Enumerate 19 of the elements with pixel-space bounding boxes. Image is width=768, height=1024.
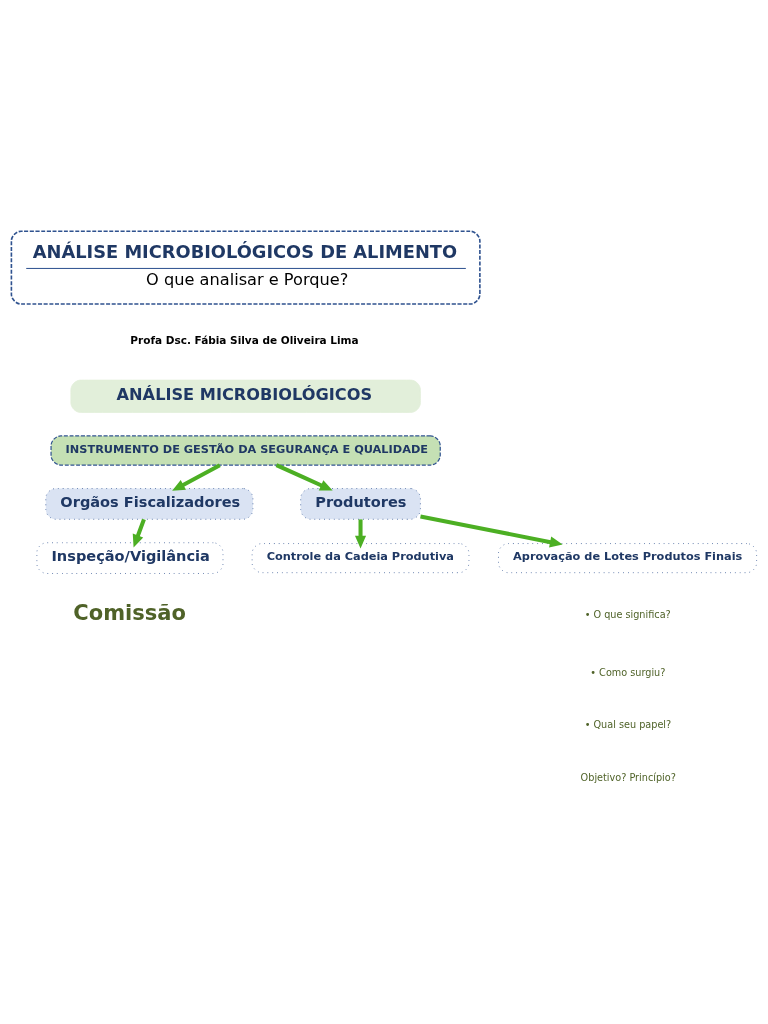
node-box: Aprovação de Lotes Produtos Finais xyxy=(498,543,757,574)
node-box: INSTRUMENTO DE GESTÃO DA SEGURANÇA E QUALIDADE xyxy=(50,435,441,466)
node-box: Inspeção/Vigilância xyxy=(36,542,224,574)
node-box: Controle da Cadeia Produtiva xyxy=(251,543,470,574)
arrow xyxy=(354,519,367,549)
arrow xyxy=(420,514,563,548)
node-box: ANÁLISE MICROBIOLÓGICOS DE ALIMENTO O que analisar e Porque? xyxy=(10,230,481,305)
arrow xyxy=(172,463,221,491)
label: • Como surgiu? xyxy=(590,666,666,678)
node-box: ANÁLISE MICROBIOLÓGICOS xyxy=(70,379,421,413)
label: Comissão xyxy=(73,600,186,626)
arrow xyxy=(275,463,333,491)
label: • Qual seu papel? xyxy=(584,719,672,731)
label: • O que significa? xyxy=(584,609,671,621)
label: Profa Dsc. Fábia Silva de Oliveira Lima xyxy=(130,334,359,347)
node-box: Produtores xyxy=(300,488,421,520)
label: Objetivo? Princípio? xyxy=(580,771,676,783)
arrow xyxy=(132,518,146,548)
node-box: Orgãos Fiscalizadores xyxy=(45,488,254,520)
